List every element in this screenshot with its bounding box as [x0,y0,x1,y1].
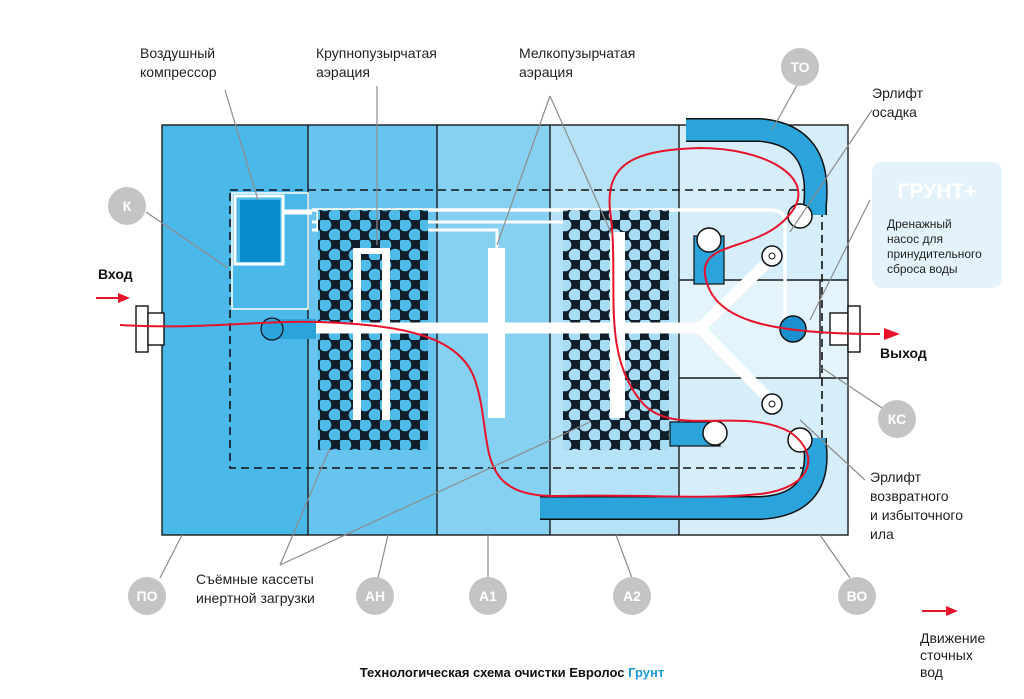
outlet-connector [829,305,861,353]
badge-po: ПО [128,577,166,615]
inlet-connector [135,305,165,353]
grunt-plus-box: ГРУНТ+ Дренажный насос для принудительно… [872,162,1002,288]
legend-flow-label: Движение сточных вод [920,630,989,680]
label-airlift-return: Эрлифт возвратного и избыточного ила [870,469,967,542]
label-inlet: Вход [98,266,133,282]
legend-flow: Движение сточных вод [920,606,989,680]
svg-text:ВО: ВО [847,588,868,604]
svg-text:ТО: ТО [790,59,809,75]
badge-vo: ВО [838,577,876,615]
dashed-contour [229,189,823,469]
grunt-plus-title: ГРУНТ+ [898,180,977,203]
airlift-nodes [761,245,783,415]
badge-ks: КС [878,400,916,438]
caption-brand: Грунт [628,665,664,680]
flow-outlet-arrow [884,328,900,340]
svg-text:А2: А2 [623,588,641,604]
badge-an: АН [356,577,394,615]
diagram-caption: Технологическая схема очистки Евролос Гр… [360,665,664,680]
coarse-aerators [353,248,390,420]
svg-text:КС: КС [888,411,906,427]
svg-text:К: К [123,198,132,214]
label-airlift-sediment: Эрлифт осадка [872,85,927,120]
label-fine-aeration: Мелкопузырчатая аэрация [519,45,639,80]
flow-line [119,146,881,498]
to-inner-pipe [693,227,725,285]
label-compressor: Воздушный компрессор [140,45,219,80]
badge-a1: А1 [469,577,507,615]
caption-main: Технологическая схема очистки Евролос [360,665,628,680]
svg-text:ПО: ПО [137,588,158,604]
badge-to: ТО [781,48,819,86]
badge-a2: А2 [613,577,651,615]
badge-k: К [108,187,146,225]
svg-text:АН: АН [365,588,385,604]
vo-inner-pipe [669,420,728,447]
legend-arrow-icon [946,606,958,616]
air-compressor [231,192,312,310]
grunt-plus-text: Дренажный насос для принудительного сбро… [887,217,985,276]
inlet-arrow-icon [118,293,130,303]
callout-lines [145,79,883,579]
label-outlet: Выход [880,345,927,361]
label-coarse-aeration: Крупнопузырчатая аэрация [316,45,441,80]
svg-text:А1: А1 [479,588,497,604]
label-cassettes: Съёмные кассеты инертной загрузки [196,571,318,606]
